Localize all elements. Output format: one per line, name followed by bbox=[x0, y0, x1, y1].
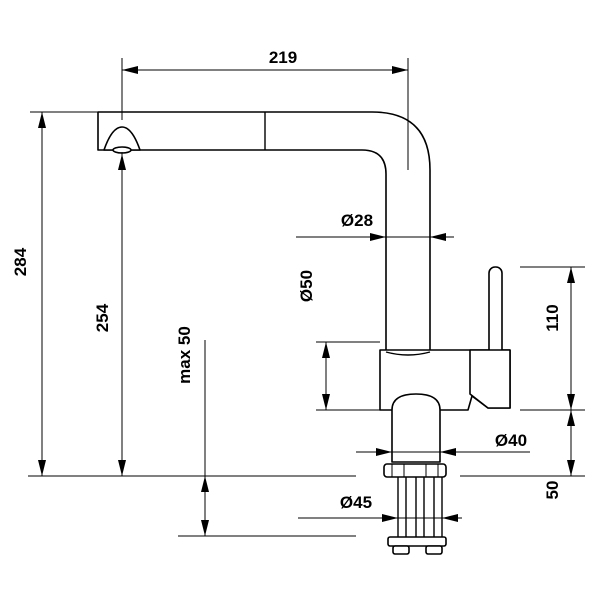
dimension-d50 bbox=[316, 341, 380, 411]
dimension-50-base bbox=[460, 410, 585, 477]
nut-right bbox=[425, 545, 443, 555]
bottom-clamp-plate bbox=[387, 536, 447, 547]
mount-washer bbox=[383, 463, 447, 478]
label-110: 110 bbox=[543, 304, 562, 331]
label-max-50: max 50 bbox=[175, 326, 194, 384]
faucet-base bbox=[391, 393, 441, 463]
spout-and-column bbox=[97, 111, 431, 353]
label-d45: Ø45 bbox=[340, 493, 372, 512]
dimension-284 bbox=[30, 111, 98, 476]
label-254: 254 bbox=[93, 303, 112, 332]
dimension-d45 bbox=[298, 514, 462, 522]
nut-left bbox=[392, 545, 410, 555]
faucet-outline bbox=[97, 111, 511, 555]
dimension-max-50 bbox=[201, 340, 209, 536]
label-284: 284 bbox=[11, 247, 30, 276]
label-50-base: 50 bbox=[543, 481, 562, 500]
dimension-d28 bbox=[296, 233, 454, 241]
dimension-254 bbox=[118, 152, 126, 476]
label-d28: Ø28 bbox=[341, 211, 373, 230]
column-body-join bbox=[385, 351, 431, 356]
lever-base bbox=[469, 349, 511, 409]
dimension-d40 bbox=[356, 448, 530, 456]
label-d50: Ø50 bbox=[297, 270, 316, 302]
label-d40: Ø40 bbox=[495, 431, 527, 450]
dimension-110 bbox=[520, 266, 585, 411]
label-219: 219 bbox=[269, 48, 297, 67]
dimension-219 bbox=[121, 58, 409, 170]
mounting-shank bbox=[397, 477, 443, 542]
spout-nozzle bbox=[103, 126, 141, 151]
lever-handle bbox=[488, 266, 503, 356]
